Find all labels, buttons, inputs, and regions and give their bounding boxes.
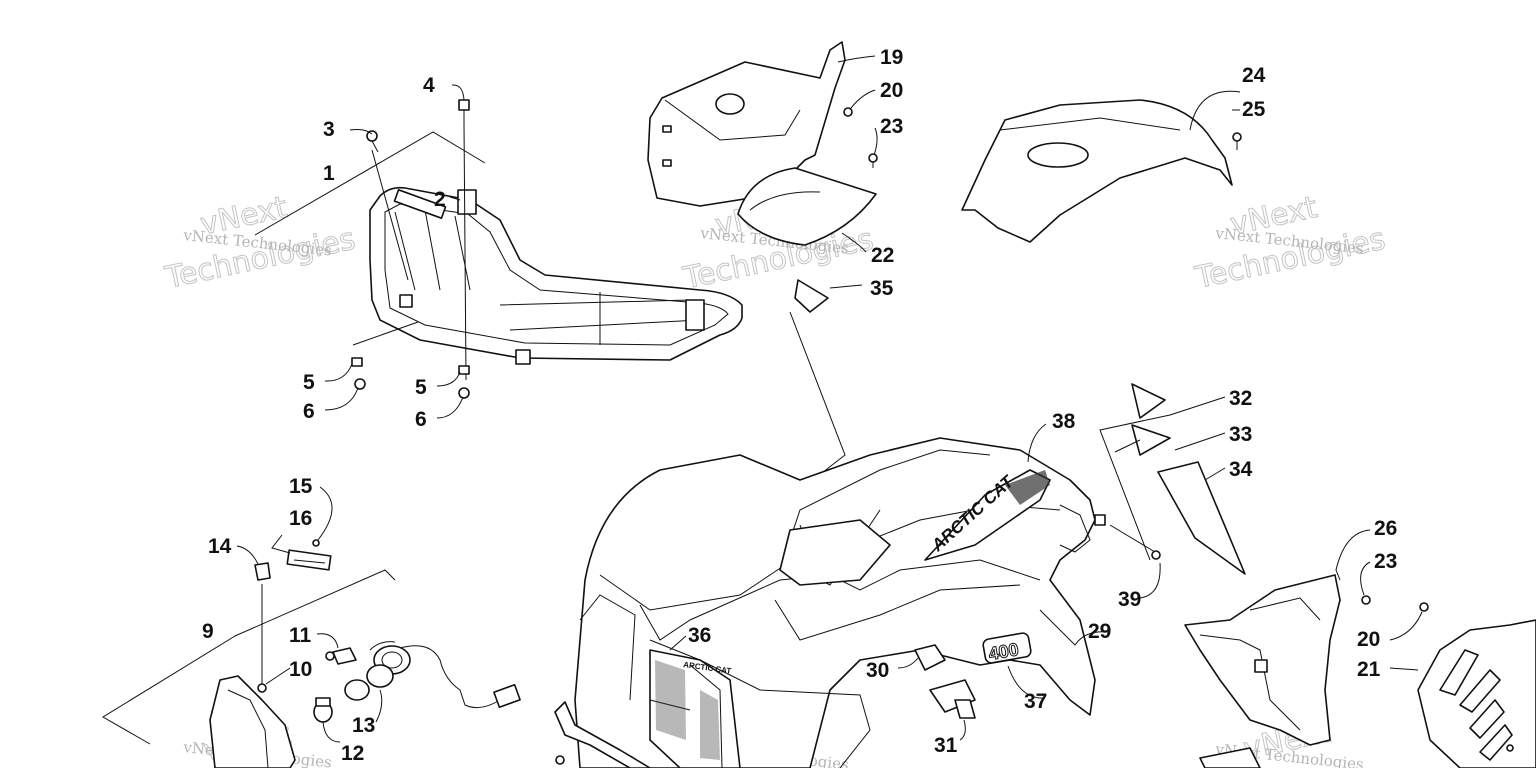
nut-20	[843, 107, 853, 117]
push-rivet-23	[868, 153, 878, 168]
callout-34: 34	[1229, 458, 1253, 481]
callout-6: 6	[415, 408, 427, 431]
front-grille: ARCTIC CAT	[649, 649, 741, 768]
callout-19: 19	[880, 46, 903, 69]
callout-39: 39	[1118, 588, 1141, 611]
tow-hook-31	[929, 679, 976, 719]
leaders-30-31	[897, 657, 966, 741]
callout-11: 11	[289, 624, 312, 647]
decal-35	[794, 279, 829, 313]
callout-33: 33	[1229, 423, 1252, 446]
leaders-12-13	[322, 689, 383, 743]
callout-23: 23	[1374, 550, 1397, 573]
leader-11	[316, 633, 339, 649]
callout-30: 30	[866, 659, 889, 682]
side-panel-21	[1417, 619, 1536, 768]
callout-37: 37	[1024, 690, 1047, 713]
callout-6: 6	[303, 400, 315, 423]
lower-bracket	[554, 701, 651, 768]
callout-2: 2	[434, 188, 446, 211]
callout-4: 4	[423, 74, 435, 97]
nut-6	[354, 378, 366, 390]
callout-35: 35	[870, 277, 894, 300]
callout-32: 32	[1229, 387, 1252, 410]
callout-12: 12	[341, 742, 364, 765]
lower-nose-panel	[737, 167, 877, 246]
callout-16: 16	[289, 507, 312, 530]
bolt-4	[458, 99, 470, 381]
leader-37	[1007, 665, 1046, 699]
callout-23: 23	[880, 115, 903, 138]
leader-9	[102, 569, 396, 745]
callout-13: 13	[352, 714, 375, 737]
clip-30	[914, 644, 946, 671]
nut-23b	[1361, 595, 1371, 605]
bulb-12	[313, 697, 333, 723]
callout-9: 9	[202, 620, 214, 643]
decal-32	[1131, 383, 1166, 419]
leaders-20b-21	[1389, 611, 1423, 671]
leaders-14-16	[236, 486, 333, 565]
callout-3: 3	[323, 118, 335, 141]
front-fender-panel	[647, 41, 846, 207]
callout-15: 15	[289, 475, 313, 498]
callout-36: 36	[688, 624, 711, 647]
washer-5	[351, 357, 363, 367]
callout-14: 14	[208, 535, 232, 558]
leader-39	[1109, 524, 1161, 599]
callout-31: 31	[934, 734, 958, 757]
decal-33	[1131, 424, 1171, 456]
callout-22: 22	[871, 244, 894, 267]
callout-38: 38	[1052, 410, 1076, 433]
reflector-16	[286, 549, 332, 571]
nut-20b	[1419, 602, 1429, 612]
callout-20: 20	[880, 79, 903, 102]
leader-23b	[1360, 561, 1371, 596]
bolt-39	[1151, 550, 1161, 560]
leader-29	[1039, 609, 1109, 646]
callout-29: 29	[1088, 620, 1111, 643]
leader-10	[261, 584, 291, 685]
leader-decals	[1099, 396, 1226, 561]
callout-24: 24	[1242, 64, 1266, 87]
screw-15	[312, 539, 320, 547]
decal-34	[1157, 461, 1246, 575]
callout-21: 21	[1357, 658, 1381, 681]
clip-14	[254, 562, 271, 581]
socket-13	[344, 664, 394, 701]
callout-5: 5	[303, 371, 315, 394]
leader-26	[1335, 529, 1371, 581]
callout-25: 25	[1242, 98, 1266, 121]
headlight-housing-10	[209, 675, 296, 768]
bulb-11	[325, 647, 357, 665]
leader-1	[254, 131, 486, 346]
rear-fender-panel	[961, 90, 1241, 243]
leader-35	[789, 284, 863, 491]
callout-26: 26	[1374, 517, 1397, 540]
nut-6b	[458, 387, 470, 399]
callout-20: 20	[1357, 628, 1380, 651]
washer-5b	[458, 365, 470, 375]
inner-fender-26	[1184, 574, 1341, 768]
callout-10: 10	[289, 658, 312, 681]
bolt-3	[366, 130, 379, 153]
front-rack	[369, 186, 743, 365]
leader-36	[669, 635, 687, 651]
callout-1: 1	[323, 162, 335, 185]
leader-38	[1027, 423, 1047, 463]
callout-5: 5	[415, 376, 427, 399]
push-rivet-25	[1232, 132, 1242, 150]
